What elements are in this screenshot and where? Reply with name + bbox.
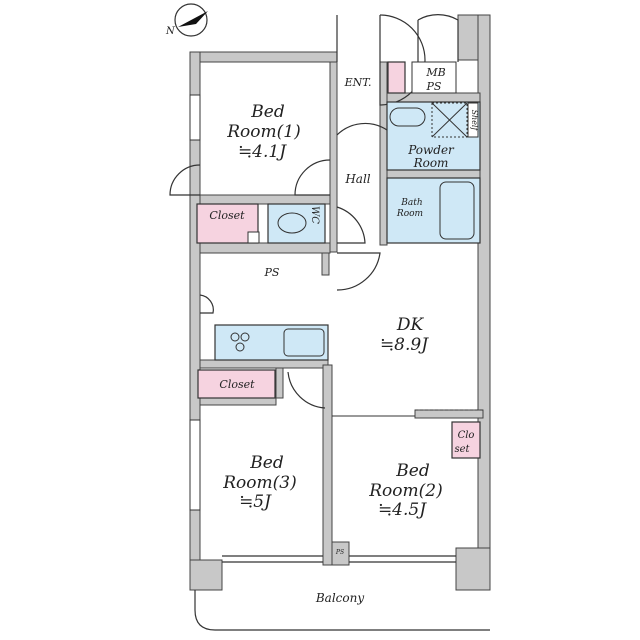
ps-label: PS	[335, 549, 344, 556]
north-label: N	[165, 26, 176, 37]
dk-size: ≒8.9J	[380, 335, 429, 355]
walls	[189, 14, 491, 591]
washbasin-icon	[389, 107, 426, 127]
closet-label: Clo	[458, 430, 475, 441]
windows	[189, 94, 456, 563]
mb-ps	[411, 61, 457, 94]
bed2-label: Bed	[395, 461, 430, 481]
bathtub-icon	[439, 181, 475, 240]
entrance-label: ENT.	[344, 76, 372, 89]
bed3-size: ≒5J	[239, 492, 272, 512]
bath-room-label: Bath	[400, 198, 422, 208]
shoe-closet	[387, 61, 406, 94]
sink-icon	[283, 328, 325, 357]
bed3-label: Bed	[249, 453, 284, 473]
toilet-icon	[277, 212, 307, 234]
closet-label: Closet	[209, 209, 245, 222]
bed2-size: ≒4.5J	[378, 500, 427, 520]
powder-room-label: Powder	[407, 143, 455, 157]
bath-room-label: Room	[396, 209, 423, 219]
closet-bed1	[196, 203, 259, 244]
bed2-label: Room(2)	[368, 481, 442, 501]
closet-label: Closet	[219, 378, 255, 391]
mbps-label: PS	[426, 80, 442, 93]
wc-label: WC	[309, 206, 320, 224]
closet-bed2	[451, 421, 481, 459]
bath-room	[386, 177, 481, 244]
compass-icon: N	[165, 3, 208, 37]
hall-label: Hall	[344, 172, 370, 186]
dk-label: DK	[396, 315, 425, 335]
bed3-label: Room(3)	[222, 473, 296, 493]
ps-label: PS	[264, 266, 280, 279]
bed1-label: Bed	[250, 102, 285, 122]
bed1-label: Room(1)	[226, 122, 300, 142]
closet-bed3	[197, 369, 276, 399]
kitchen-counter	[214, 324, 329, 361]
balcony-outline	[194, 590, 490, 631]
powder-room-label: Room	[413, 156, 449, 170]
balcony-label: Balcony	[315, 591, 364, 605]
bed1-size: ≒4.1J	[238, 142, 287, 162]
doors	[169, 14, 459, 409]
shelf-label: Shelf	[470, 110, 479, 133]
washer-space-icon	[431, 102, 468, 138]
closet-label: set	[454, 444, 470, 455]
stove-icon	[230, 332, 250, 352]
pipe-space-top	[247, 231, 260, 244]
mbps-label: MB	[425, 66, 445, 79]
wc-room	[267, 203, 326, 244]
